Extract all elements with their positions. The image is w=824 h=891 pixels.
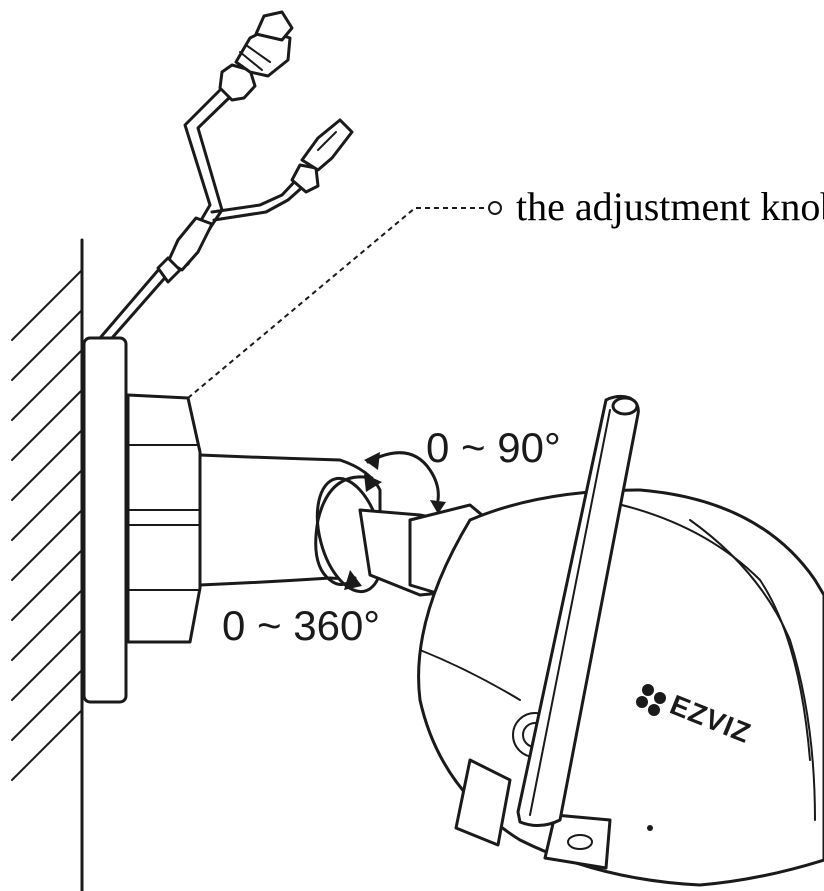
ezviz-logo-icon: [636, 684, 666, 716]
cable-splitter: [156, 216, 214, 284]
network-cable: [98, 10, 294, 340]
adjustment-knob: [126, 393, 202, 644]
pan-rotation-arrow: [314, 474, 382, 590]
callout-label: the adjustment knob: [516, 184, 824, 229]
wall: [11, 238, 84, 891]
tilt-angle-label: 0 ~ 90°: [426, 424, 561, 471]
power-connector: [210, 118, 354, 222]
antenna: [454, 394, 640, 847]
pan-angle-label: 0 ~ 360°: [222, 602, 380, 649]
mount-plate: [82, 336, 128, 704]
wall-hatching: [11, 269, 83, 781]
tilt-rotation-arrow: [364, 451, 446, 514]
callout-leader: [187, 201, 502, 399]
camera-body: EZVIZ: [417, 488, 824, 887]
